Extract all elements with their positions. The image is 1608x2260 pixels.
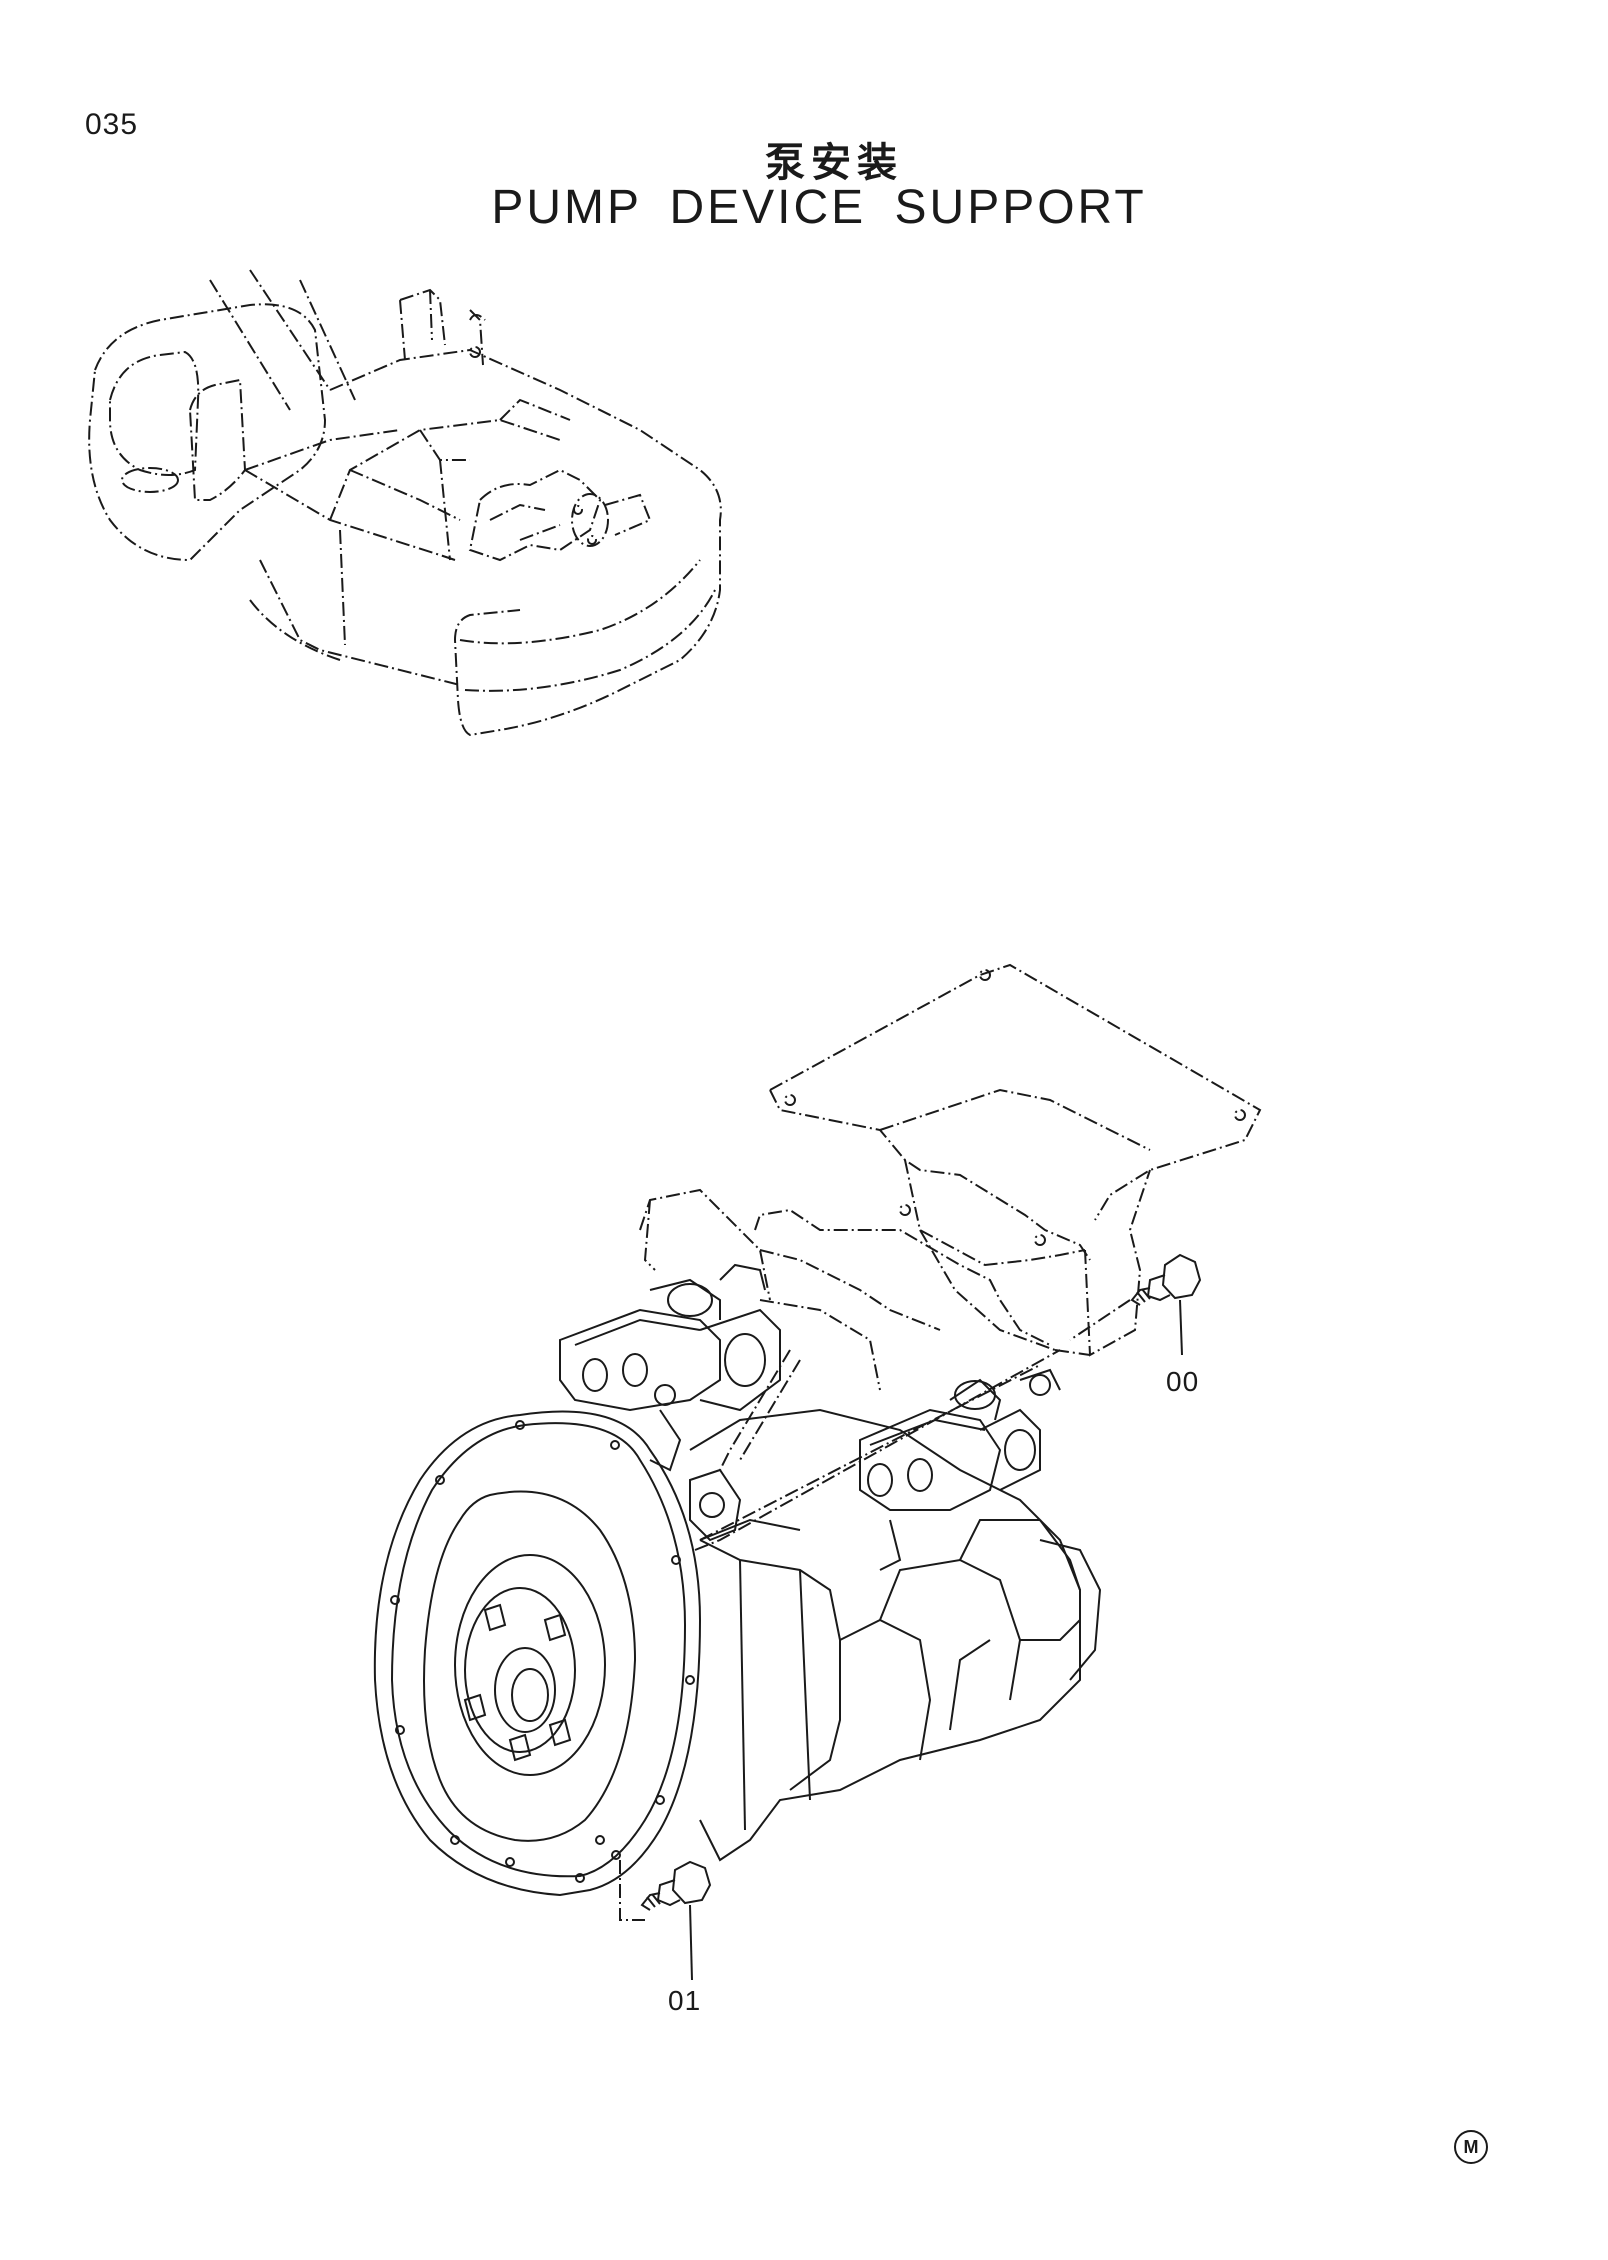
bolt-01-illustration	[619, 1860, 712, 1981]
page-title-chinese: 泵安装	[765, 140, 903, 186]
pilot-pipe-lines	[639, 1188, 1061, 1551]
page-number: 035	[85, 108, 139, 141]
pump-support-bracket	[769, 963, 1262, 1357]
pump-assembly-illustration	[373, 963, 1262, 1981]
pump-body	[559, 1263, 1102, 1862]
callout-label-00: 00	[1166, 1366, 1200, 1397]
excavator-overview-illustration	[88, 269, 722, 737]
flywheel-housing	[373, 1410, 702, 1897]
bolt-00-illustration	[1069, 1253, 1202, 1356]
publisher-mark: M	[1454, 2130, 1488, 2164]
page-title-english: PUMP DEVICE SUPPORT	[491, 181, 1147, 234]
callout-label-01: 01	[668, 1985, 702, 2016]
